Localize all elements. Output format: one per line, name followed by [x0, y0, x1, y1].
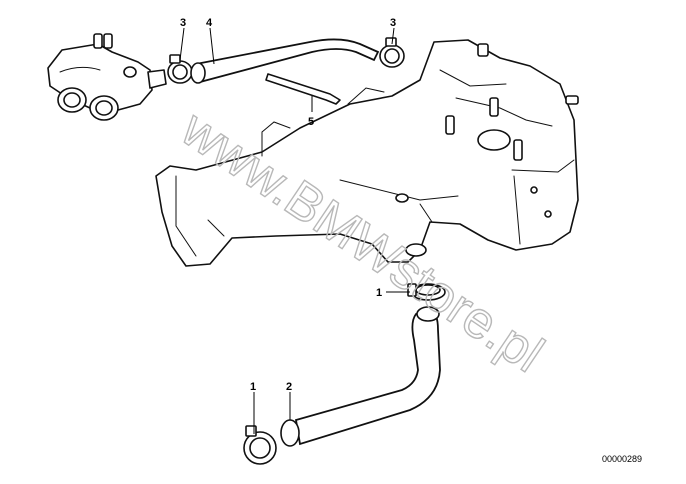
- callout-3-right: 3: [390, 17, 396, 29]
- thermostat-housing[interactable]: [47, 33, 167, 121]
- callout-1-bottom: 1: [250, 381, 256, 393]
- hose-clamp-1-middle[interactable]: [407, 283, 446, 301]
- hose-clamp-3-right[interactable]: [379, 37, 405, 68]
- callout-leaders: [179, 27, 410, 434]
- callout-4: 4: [206, 17, 213, 29]
- callouts: 3 4 3 5 1 1 2: [180, 17, 396, 393]
- callout-5: 5: [308, 116, 314, 128]
- hose-2[interactable]: [280, 306, 441, 447]
- document-number: 00000289: [602, 454, 642, 464]
- intake-manifold[interactable]: [155, 39, 579, 267]
- callout-1-middle: 1: [376, 287, 382, 299]
- hose-clamp-3-left[interactable]: [167, 54, 193, 84]
- cable-strap-5[interactable]: [265, 73, 341, 105]
- hose-4[interactable]: [190, 38, 380, 84]
- hose-clamp-1-bottom[interactable]: [243, 425, 277, 465]
- callout-2: 2: [286, 381, 292, 393]
- callout-3-left: 3: [180, 17, 186, 29]
